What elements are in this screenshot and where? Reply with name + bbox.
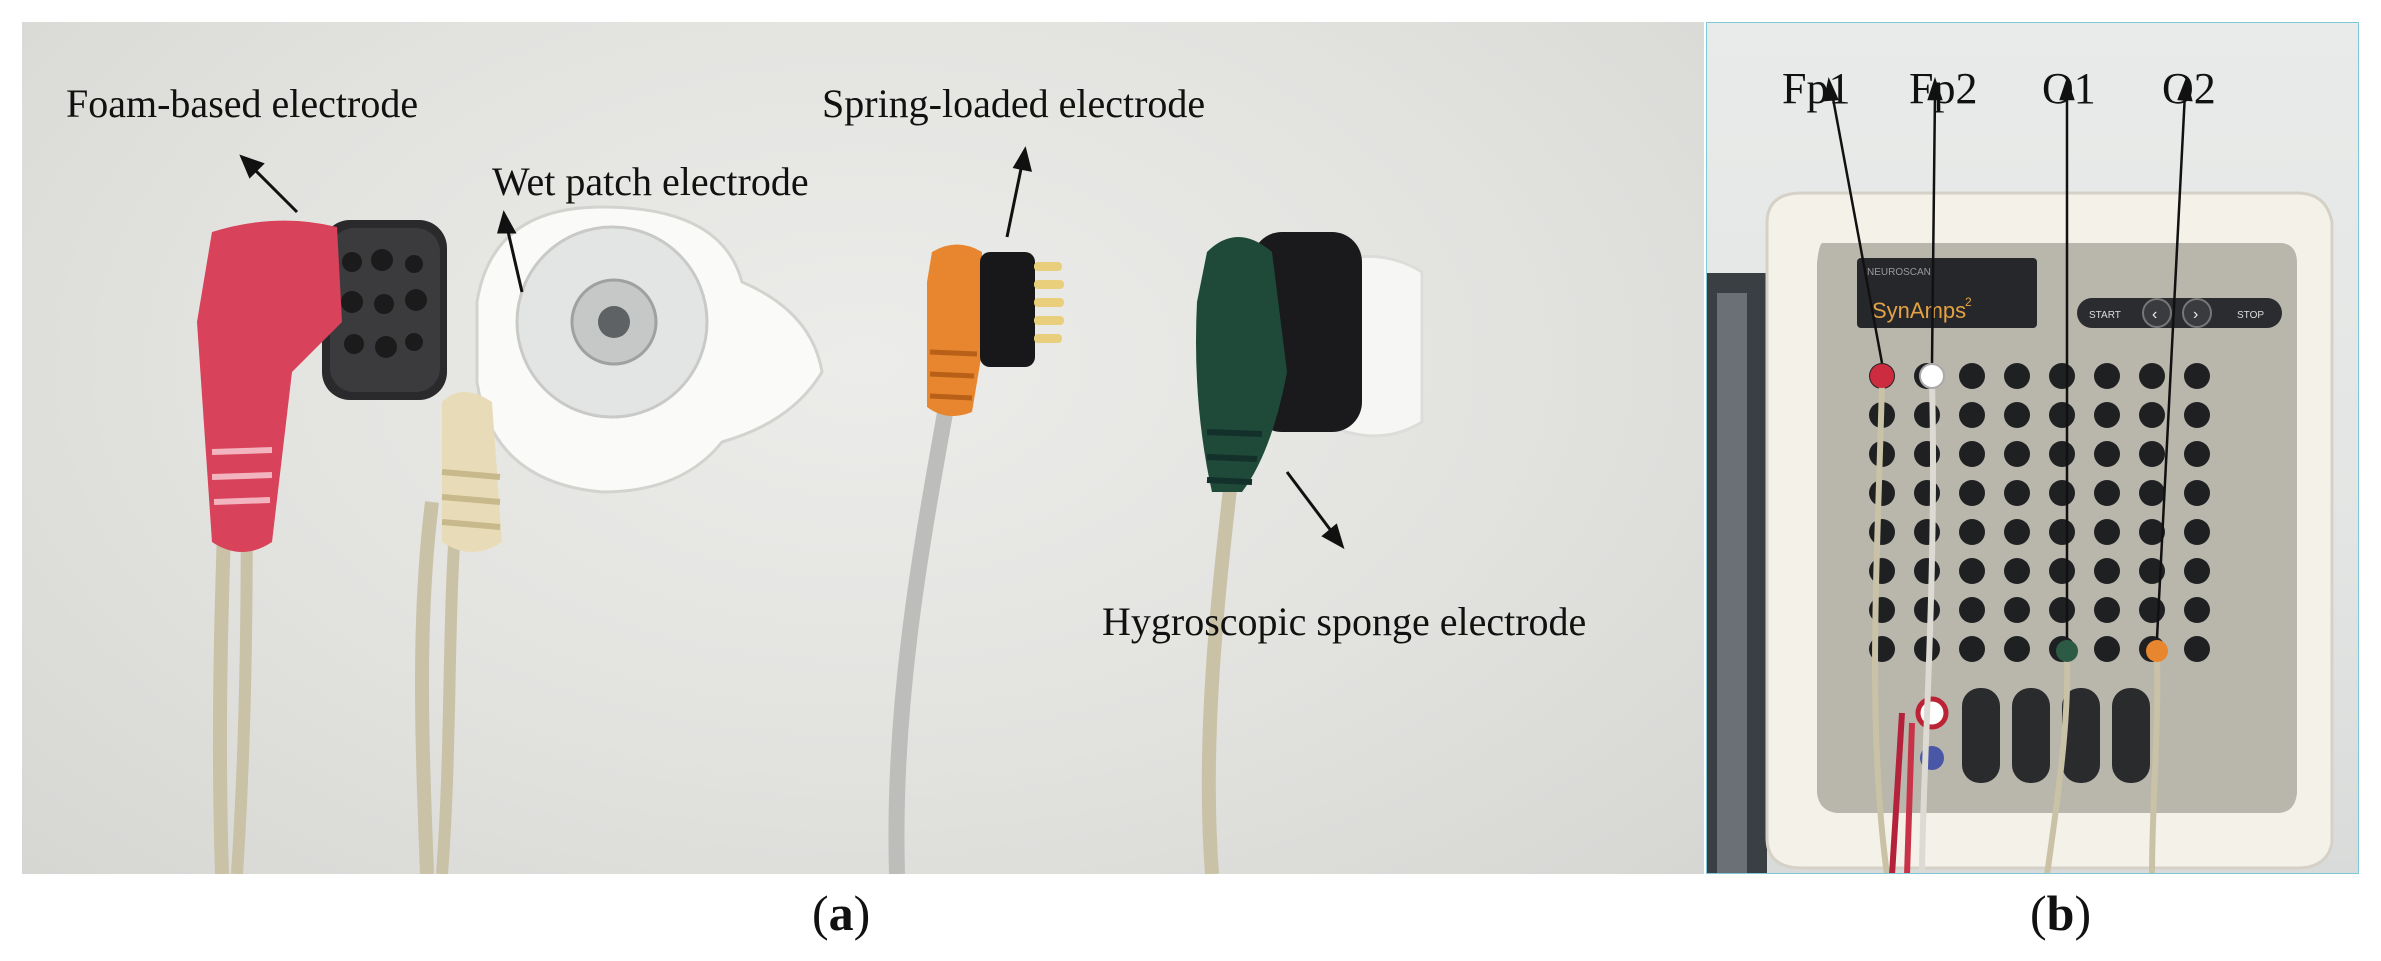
socket bbox=[1914, 558, 1940, 584]
stop-label: STOP bbox=[2237, 310, 2264, 321]
socket bbox=[2049, 441, 2075, 467]
socket bbox=[1914, 597, 1940, 623]
socket bbox=[2004, 363, 2030, 389]
socket bbox=[2094, 597, 2120, 623]
channel-arrows bbox=[1823, 76, 2193, 639]
foam-based-electrode bbox=[197, 220, 447, 553]
socket bbox=[2004, 480, 2030, 506]
socket bbox=[2184, 597, 2210, 623]
socket bbox=[1959, 519, 1985, 545]
socket bbox=[2004, 636, 2030, 662]
socket bbox=[2139, 402, 2165, 428]
socket bbox=[2049, 480, 2075, 506]
socket bbox=[2139, 441, 2165, 467]
label-wet-patch-electrode: Wet patch electrode bbox=[492, 159, 809, 204]
socket bbox=[2094, 363, 2120, 389]
socket bbox=[2184, 402, 2210, 428]
caption-b: (b) bbox=[2030, 885, 2092, 941]
socket bbox=[2004, 402, 2030, 428]
socket bbox=[2139, 363, 2165, 389]
socket bbox=[2139, 597, 2165, 623]
socket bbox=[1914, 402, 1940, 428]
hygroscopic-sponge-electrode bbox=[1196, 232, 1424, 492]
socket bbox=[1914, 441, 1940, 467]
panel-b-photo: NEUROSCAN SynAmps 2 START ‹ › STOP bbox=[1706, 22, 2359, 874]
panel-a-photo: Foam-based electrode Wet patch electrode… bbox=[22, 22, 1704, 874]
socket bbox=[2049, 519, 2075, 545]
socket bbox=[1869, 519, 1895, 545]
annotation-arrows bbox=[239, 146, 1345, 550]
socket bbox=[2184, 441, 2210, 467]
socket bbox=[1959, 363, 1985, 389]
socket bbox=[2094, 558, 2120, 584]
device-model: SynAmps bbox=[1872, 298, 1966, 323]
socket bbox=[1869, 480, 1895, 506]
channel-label-o1: O1 bbox=[2042, 64, 2096, 113]
socket bbox=[1959, 597, 1985, 623]
label-spring-loaded-electrode: Spring-loaded electrode bbox=[822, 81, 1206, 126]
caption-b-letter: b bbox=[2046, 885, 2075, 941]
label-hygroscopic-sponge-electrode: Hygroscopic sponge electrode bbox=[1102, 599, 1587, 644]
channel-label-fp1: Fp1 bbox=[1782, 64, 1851, 113]
socket bbox=[2004, 558, 2030, 584]
channel-label-o2: O2 bbox=[2162, 64, 2216, 113]
socket bbox=[2184, 636, 2210, 662]
socket bbox=[2094, 480, 2120, 506]
socket bbox=[1959, 558, 1985, 584]
electrodes-illustration bbox=[197, 146, 1424, 874]
socket bbox=[2094, 441, 2120, 467]
device-model-superscript: 2 bbox=[1965, 295, 1972, 309]
label-foam-based-electrode: Foam-based electrode bbox=[66, 81, 419, 126]
socket bbox=[2094, 519, 2120, 545]
socket bbox=[2139, 558, 2165, 584]
caption-a-letter: a bbox=[828, 885, 854, 941]
socket bbox=[1914, 519, 1940, 545]
caption-a: (a) bbox=[812, 885, 871, 941]
wet-patch-electrode bbox=[441, 205, 824, 552]
start-label: START bbox=[2089, 310, 2121, 321]
socket bbox=[2184, 480, 2210, 506]
socket bbox=[2049, 363, 2075, 389]
socket bbox=[2049, 402, 2075, 428]
socket bbox=[2139, 519, 2165, 545]
socket bbox=[2004, 597, 2030, 623]
socket bbox=[1869, 558, 1895, 584]
socket bbox=[2094, 636, 2120, 662]
socket bbox=[1914, 480, 1940, 506]
socket bbox=[1959, 402, 1985, 428]
svg-text:‹: ‹ bbox=[2152, 306, 2157, 323]
socket bbox=[2139, 480, 2165, 506]
socket bbox=[2004, 441, 2030, 467]
svg-text:›: › bbox=[2193, 306, 2198, 323]
socket bbox=[2049, 558, 2075, 584]
device-brand: NEUROSCAN bbox=[1867, 267, 1931, 278]
socket bbox=[2049, 597, 2075, 623]
channel-label-fp2: Fp2 bbox=[1909, 64, 1978, 113]
socket bbox=[2004, 519, 2030, 545]
amplifier-illustration: NEUROSCAN SynAmps 2 START ‹ › STOP bbox=[1707, 76, 2334, 873]
socket bbox=[2184, 519, 2210, 545]
spring-loaded-electrode bbox=[927, 244, 1064, 416]
socket bbox=[1959, 480, 1985, 506]
socket bbox=[2184, 558, 2210, 584]
socket bbox=[2184, 363, 2210, 389]
socket bbox=[1959, 441, 1985, 467]
socket bbox=[2094, 402, 2120, 428]
socket bbox=[1959, 636, 1985, 662]
